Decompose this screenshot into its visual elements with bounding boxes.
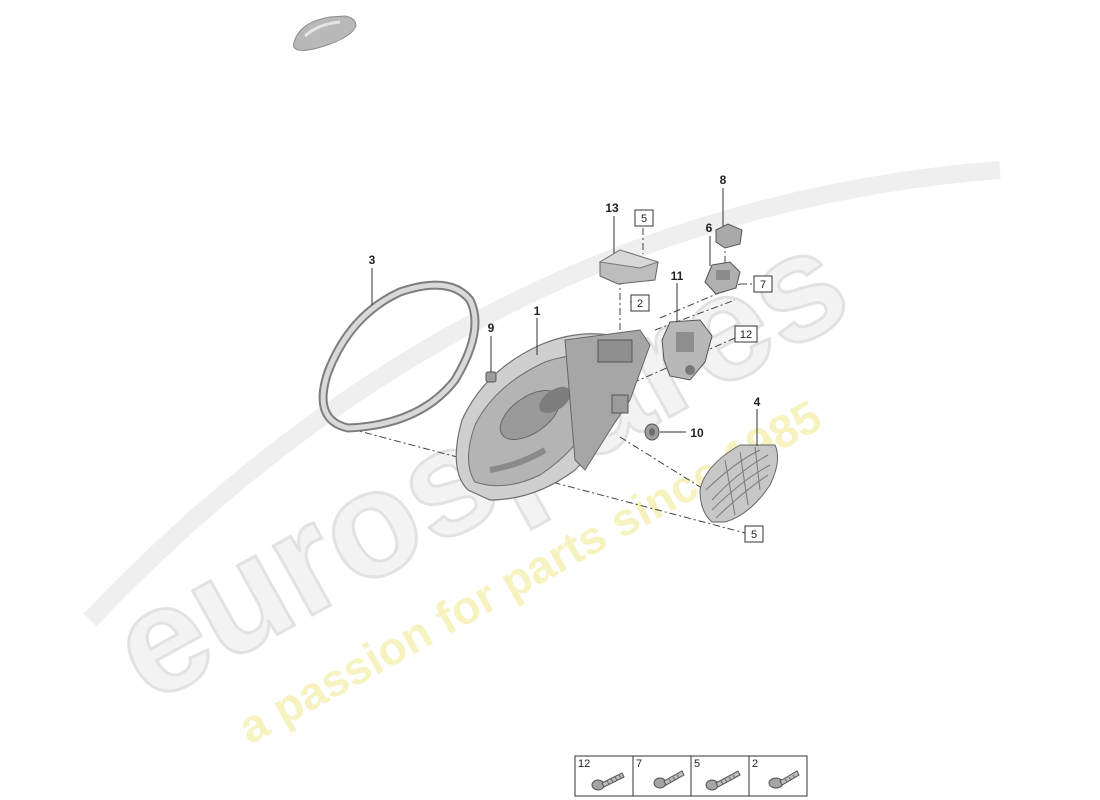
screw-12-icon [591, 772, 625, 791]
legend-number-2: 2 [752, 758, 758, 770]
reference-boxes: 5 2 7 12 5 [630, 209, 773, 543]
callout-8: 8 [720, 173, 727, 187]
callout-11: 11 [671, 269, 684, 283]
callout-6: 6 [706, 221, 713, 235]
part-4-cover-grille [699, 444, 779, 523]
ref-box-2: 2 [637, 298, 643, 310]
vehicle-thumbnail [293, 15, 357, 51]
callout-10: 10 [690, 426, 704, 440]
part-3-seal-ring [318, 280, 480, 433]
screw-7-icon [653, 770, 685, 789]
part-10-grommet [644, 423, 660, 441]
fastener-legend: 12 7 5 2 [574, 755, 808, 797]
part-8-module [715, 223, 743, 249]
legend-number-7: 7 [636, 758, 642, 770]
part-1-headlight-housing [455, 329, 651, 501]
watermark-swoosh [83, 161, 1001, 627]
ref-box-7: 7 [760, 279, 766, 291]
part-9-clip [485, 371, 497, 383]
ref-box-5-top: 5 [641, 213, 647, 225]
callout-3: 3 [369, 253, 376, 267]
callout-4: 4 [754, 395, 761, 409]
part-6-actuator [704, 261, 741, 295]
callout-1: 1 [534, 304, 541, 318]
screw-2-icon [768, 770, 800, 789]
callout-labels: 3 1 9 13 8 6 11 4 10 [369, 173, 761, 440]
legend-number-5: 5 [694, 758, 700, 770]
callout-13: 13 [605, 201, 619, 215]
ref-box-12: 12 [740, 329, 752, 341]
screw-5-icon [705, 770, 741, 791]
callout-leaders [371, 188, 758, 446]
part-13-control-unit [598, 249, 660, 285]
callout-9: 9 [488, 321, 495, 335]
ref-box-5-bottom: 5 [751, 529, 757, 541]
legend-number-12: 12 [578, 758, 590, 770]
part-11-levelling-motor [661, 319, 713, 381]
